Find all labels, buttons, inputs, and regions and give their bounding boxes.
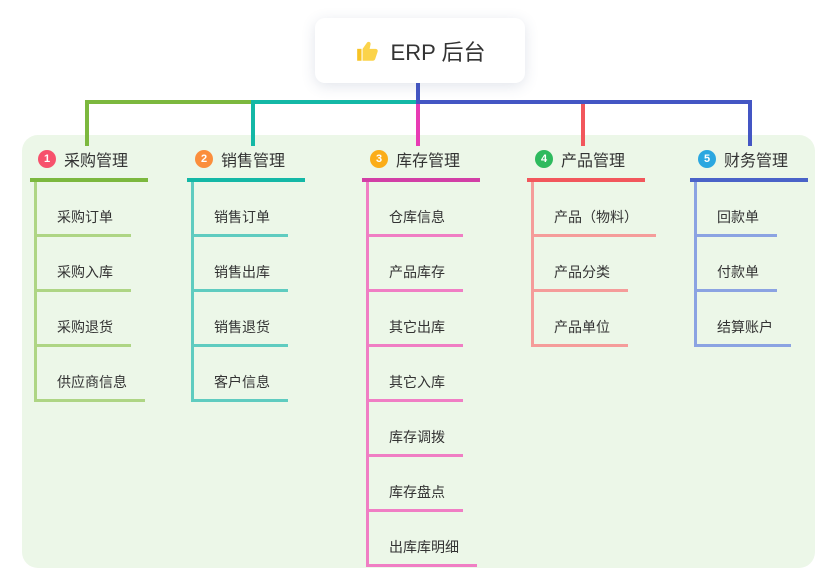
branch-4: 4 产品管理产品（物料）产品分类产品单位 <box>527 147 656 347</box>
branch-title: 库存管理 <box>396 153 461 170</box>
branch-title: 采购管理 <box>64 153 129 170</box>
branch-number-badge: 2 <box>195 150 213 168</box>
child-node[interactable]: 产品分类 <box>534 237 628 292</box>
branch-drop-line <box>251 100 255 146</box>
thumbs-up-icon <box>356 41 378 61</box>
branch-title: 财务管理 <box>724 153 789 170</box>
children-connector: 回款单付款单结算账户 <box>694 182 808 347</box>
child-node[interactable]: 回款单 <box>697 182 777 237</box>
child-node[interactable]: 销售出库 <box>194 237 288 292</box>
bus-segment-teal <box>251 100 420 104</box>
child-node[interactable]: 产品库存 <box>369 237 463 292</box>
branch-drop-line <box>416 100 420 146</box>
child-node[interactable]: 采购订单 <box>37 182 131 237</box>
child-node[interactable]: 销售订单 <box>194 182 288 237</box>
branch-number-badge: 5 <box>698 150 716 168</box>
branch-drop-line <box>581 100 585 146</box>
child-node[interactable]: 结算账户 <box>697 292 791 347</box>
children-connector: 销售订单销售出库销售退货客户信息 <box>191 182 305 402</box>
branch-title: 产品管理 <box>561 153 626 170</box>
child-node[interactable]: 出库库明细 <box>369 512 477 567</box>
child-node[interactable]: 产品（物料） <box>534 182 656 237</box>
children-connector: 产品（物料）产品分类产品单位 <box>531 182 656 347</box>
child-node[interactable]: 付款单 <box>697 237 777 292</box>
branch-number-badge: 4 <box>535 150 553 168</box>
child-node[interactable]: 其它出库 <box>369 292 463 347</box>
child-node[interactable]: 产品单位 <box>534 292 628 347</box>
child-node[interactable]: 库存盘点 <box>369 457 463 512</box>
mindmap-panel <box>22 135 815 568</box>
child-node[interactable]: 客户信息 <box>194 347 288 402</box>
branch-2: 2 销售管理销售订单销售出库销售退货客户信息 <box>187 147 305 402</box>
branch-drop-line <box>85 100 89 146</box>
child-node[interactable]: 其它入库 <box>369 347 463 402</box>
branch-number-badge: 3 <box>370 150 388 168</box>
children-connector: 仓库信息产品库存其它出库其它入库库存调拨库存盘点出库库明细 <box>366 182 480 567</box>
branch-node-1[interactable]: 1 采购管理 <box>30 147 148 182</box>
bus-segment-indigo <box>416 100 752 104</box>
branch-title: 销售管理 <box>221 153 286 170</box>
branch-node-4[interactable]: 4 产品管理 <box>527 147 645 182</box>
bus-segment-green <box>85 100 255 104</box>
branch-node-2[interactable]: 2 销售管理 <box>187 147 305 182</box>
child-node[interactable]: 仓库信息 <box>369 182 463 237</box>
children-connector: 采购订单采购入库采购退货供应商信息 <box>34 182 148 402</box>
branch-3: 3 库存管理仓库信息产品库存其它出库其它入库库存调拨库存盘点出库库明细 <box>362 147 480 567</box>
trunk-line <box>416 82 420 104</box>
child-node[interactable]: 采购入库 <box>37 237 131 292</box>
branch-1: 1 采购管理采购订单采购入库采购退货供应商信息 <box>30 147 148 402</box>
root-node[interactable]: ERP 后台 <box>315 18 525 83</box>
branch-node-5[interactable]: 5 财务管理 <box>690 147 808 182</box>
branch-5: 5 财务管理回款单付款单结算账户 <box>690 147 808 347</box>
branch-drop-line <box>748 100 752 146</box>
child-node[interactable]: 采购退货 <box>37 292 131 347</box>
child-node[interactable]: 供应商信息 <box>37 347 145 402</box>
child-node[interactable]: 库存调拨 <box>369 402 463 457</box>
root-title: ERP 后台 <box>390 39 486 65</box>
branch-number-badge: 1 <box>38 150 56 168</box>
child-node[interactable]: 销售退货 <box>194 292 288 347</box>
branch-node-3[interactable]: 3 库存管理 <box>362 147 480 182</box>
